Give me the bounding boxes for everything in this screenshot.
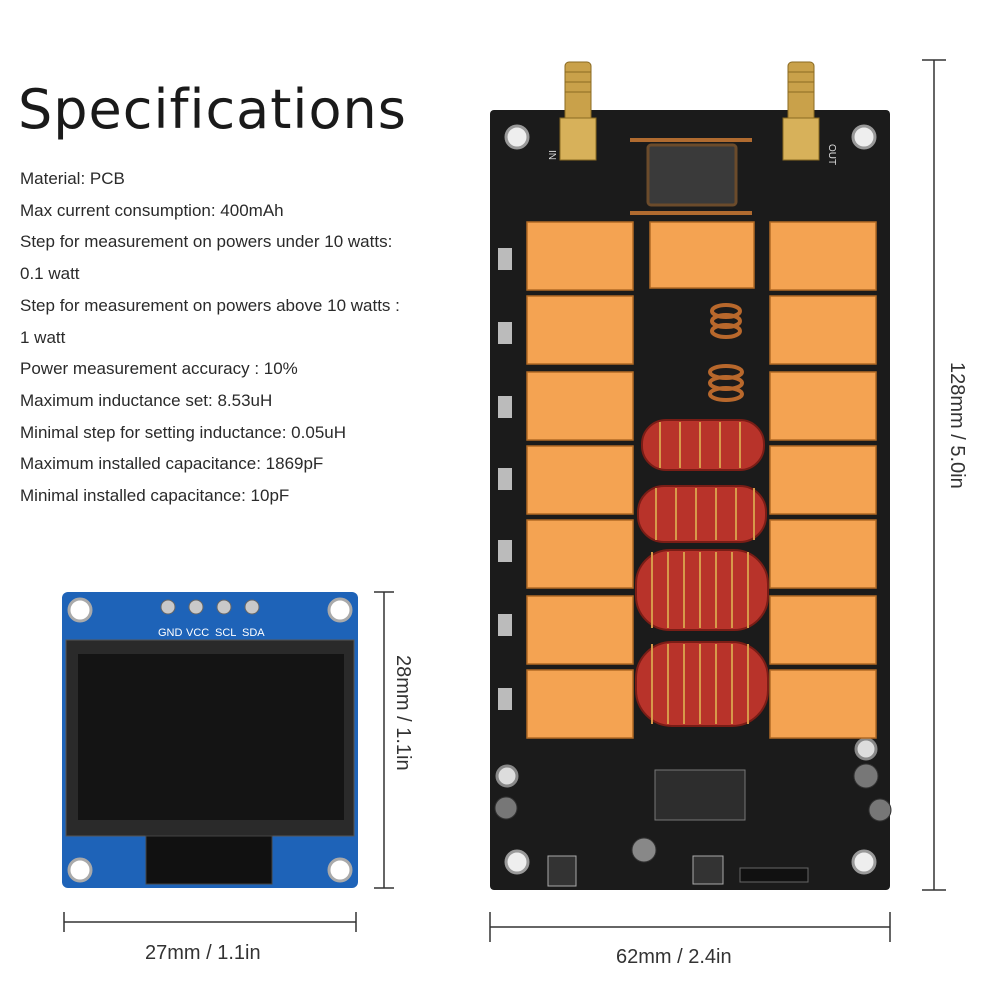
sma-connector-in <box>559 61 597 161</box>
page-title: Specifications <box>18 78 407 141</box>
pin-label-scl: SCL <box>215 627 236 639</box>
pcb-width-label: 62mm / 2.4in <box>616 946 732 968</box>
edge-components <box>498 248 512 710</box>
oled-height-label: 28mm / 1.1in <box>392 655 414 771</box>
spec-item: Material: PCB <box>20 169 125 188</box>
sma-connector-out <box>782 61 820 161</box>
tuner-pcb: IN OUT <box>490 61 892 890</box>
oled-screen <box>78 654 344 820</box>
oled-width-label: 27mm / 1.1in <box>145 942 261 964</box>
spec-item: Step for measurement on powers under 10 … <box>20 232 393 252</box>
in-label: IN <box>546 150 557 160</box>
air-coil-inductors <box>708 303 744 402</box>
spec-item: Minimal step for setting inductance: 0.0… <box>20 422 347 442</box>
dimension-lines <box>63 59 946 942</box>
pin-header <box>739 867 809 883</box>
spec-item: Max current consumption: 400mAh <box>20 200 284 220</box>
spec-item: 1 watt <box>20 327 66 347</box>
pcb-height-label: 128mm / 5.0in <box>946 362 968 489</box>
spec-item: Minimal installed capacitance: 10pF <box>20 486 290 506</box>
out-label: OUT <box>826 144 837 165</box>
spec-item: Step for measurement on powers above 10 … <box>20 295 400 315</box>
spec-item: 0.1 watt <box>20 264 80 284</box>
microcontroller-chip <box>654 769 746 821</box>
relay-column-left <box>526 221 634 739</box>
spec-item: Maximum installed capacitance: 1869pF <box>20 454 324 474</box>
spec-list: Material: PCB Max current consumption: 4… <box>20 163 490 512</box>
pin-label-sda: SDA <box>242 627 265 639</box>
oled-module: GND VCC SCL SDA <box>62 592 358 888</box>
relay-column-right <box>769 221 877 739</box>
oled-ribbon <box>145 835 273 885</box>
toroid-inductors <box>635 419 769 727</box>
pin-label-vcc: VCC <box>186 627 209 639</box>
spec-item: Maximum inductance set: 8.53uH <box>20 390 273 410</box>
relay-top-middle <box>649 221 755 289</box>
spec-item: Power measurement accuracy : 10% <box>20 359 298 379</box>
pin-label-gnd: GND <box>158 627 183 639</box>
